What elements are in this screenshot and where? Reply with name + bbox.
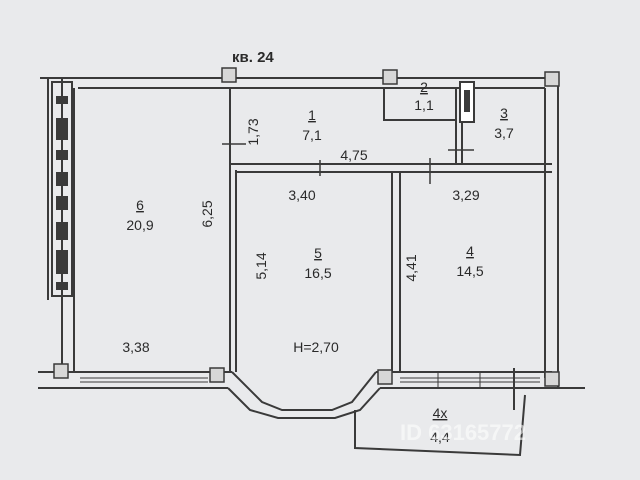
balcony-number: 4х [433,405,448,421]
dimension-4-41: 4,41 [403,254,419,281]
dimension-3-38: 3,38 [122,339,149,355]
dimension-3-29: 3,29 [452,187,479,203]
room-6-number: 6 [136,197,144,213]
room-6-area: 20,9 [126,217,153,233]
room-4-area: 14,5 [456,263,483,279]
dimension-4-75: 4,75 [340,147,367,163]
room-2-area: 1,1 [414,97,434,113]
plan-title: кв. 24 [232,49,274,66]
dimension-labels: 1,73 4,75 3,40 3,29 6,25 5,14 4,41 3,38 [122,118,479,355]
toilet-fixture-icon [459,81,475,123]
ceiling-height-label: Н=2,70 [293,339,339,355]
room-labels: 1 7,1 2 1,1 3 3,7 4 14,5 5 16,5 6 20,9 4… [126,79,514,445]
dimension-5-14: 5,14 [253,252,269,279]
dimension-3-40: 3,40 [288,187,315,203]
balcony-area: 4,4 [430,429,450,445]
room-3-area: 3,7 [494,125,514,141]
room-4-number: 4 [466,243,474,259]
room-2-number: 2 [420,79,428,95]
dimension-ticks [222,143,474,184]
room-5-number: 5 [314,245,322,261]
left-window-strip [56,96,68,290]
room-1-area: 7,1 [302,127,322,143]
room-5-area: 16,5 [304,265,331,281]
dimension-6-25: 6,25 [199,200,215,227]
room-3-number: 3 [500,105,508,121]
dimension-1-73: 1,73 [245,118,261,145]
watermark: ID 63165772 [400,420,526,445]
bottom-windows [80,368,540,410]
room-1-number: 1 [308,107,316,123]
walls [38,67,585,457]
